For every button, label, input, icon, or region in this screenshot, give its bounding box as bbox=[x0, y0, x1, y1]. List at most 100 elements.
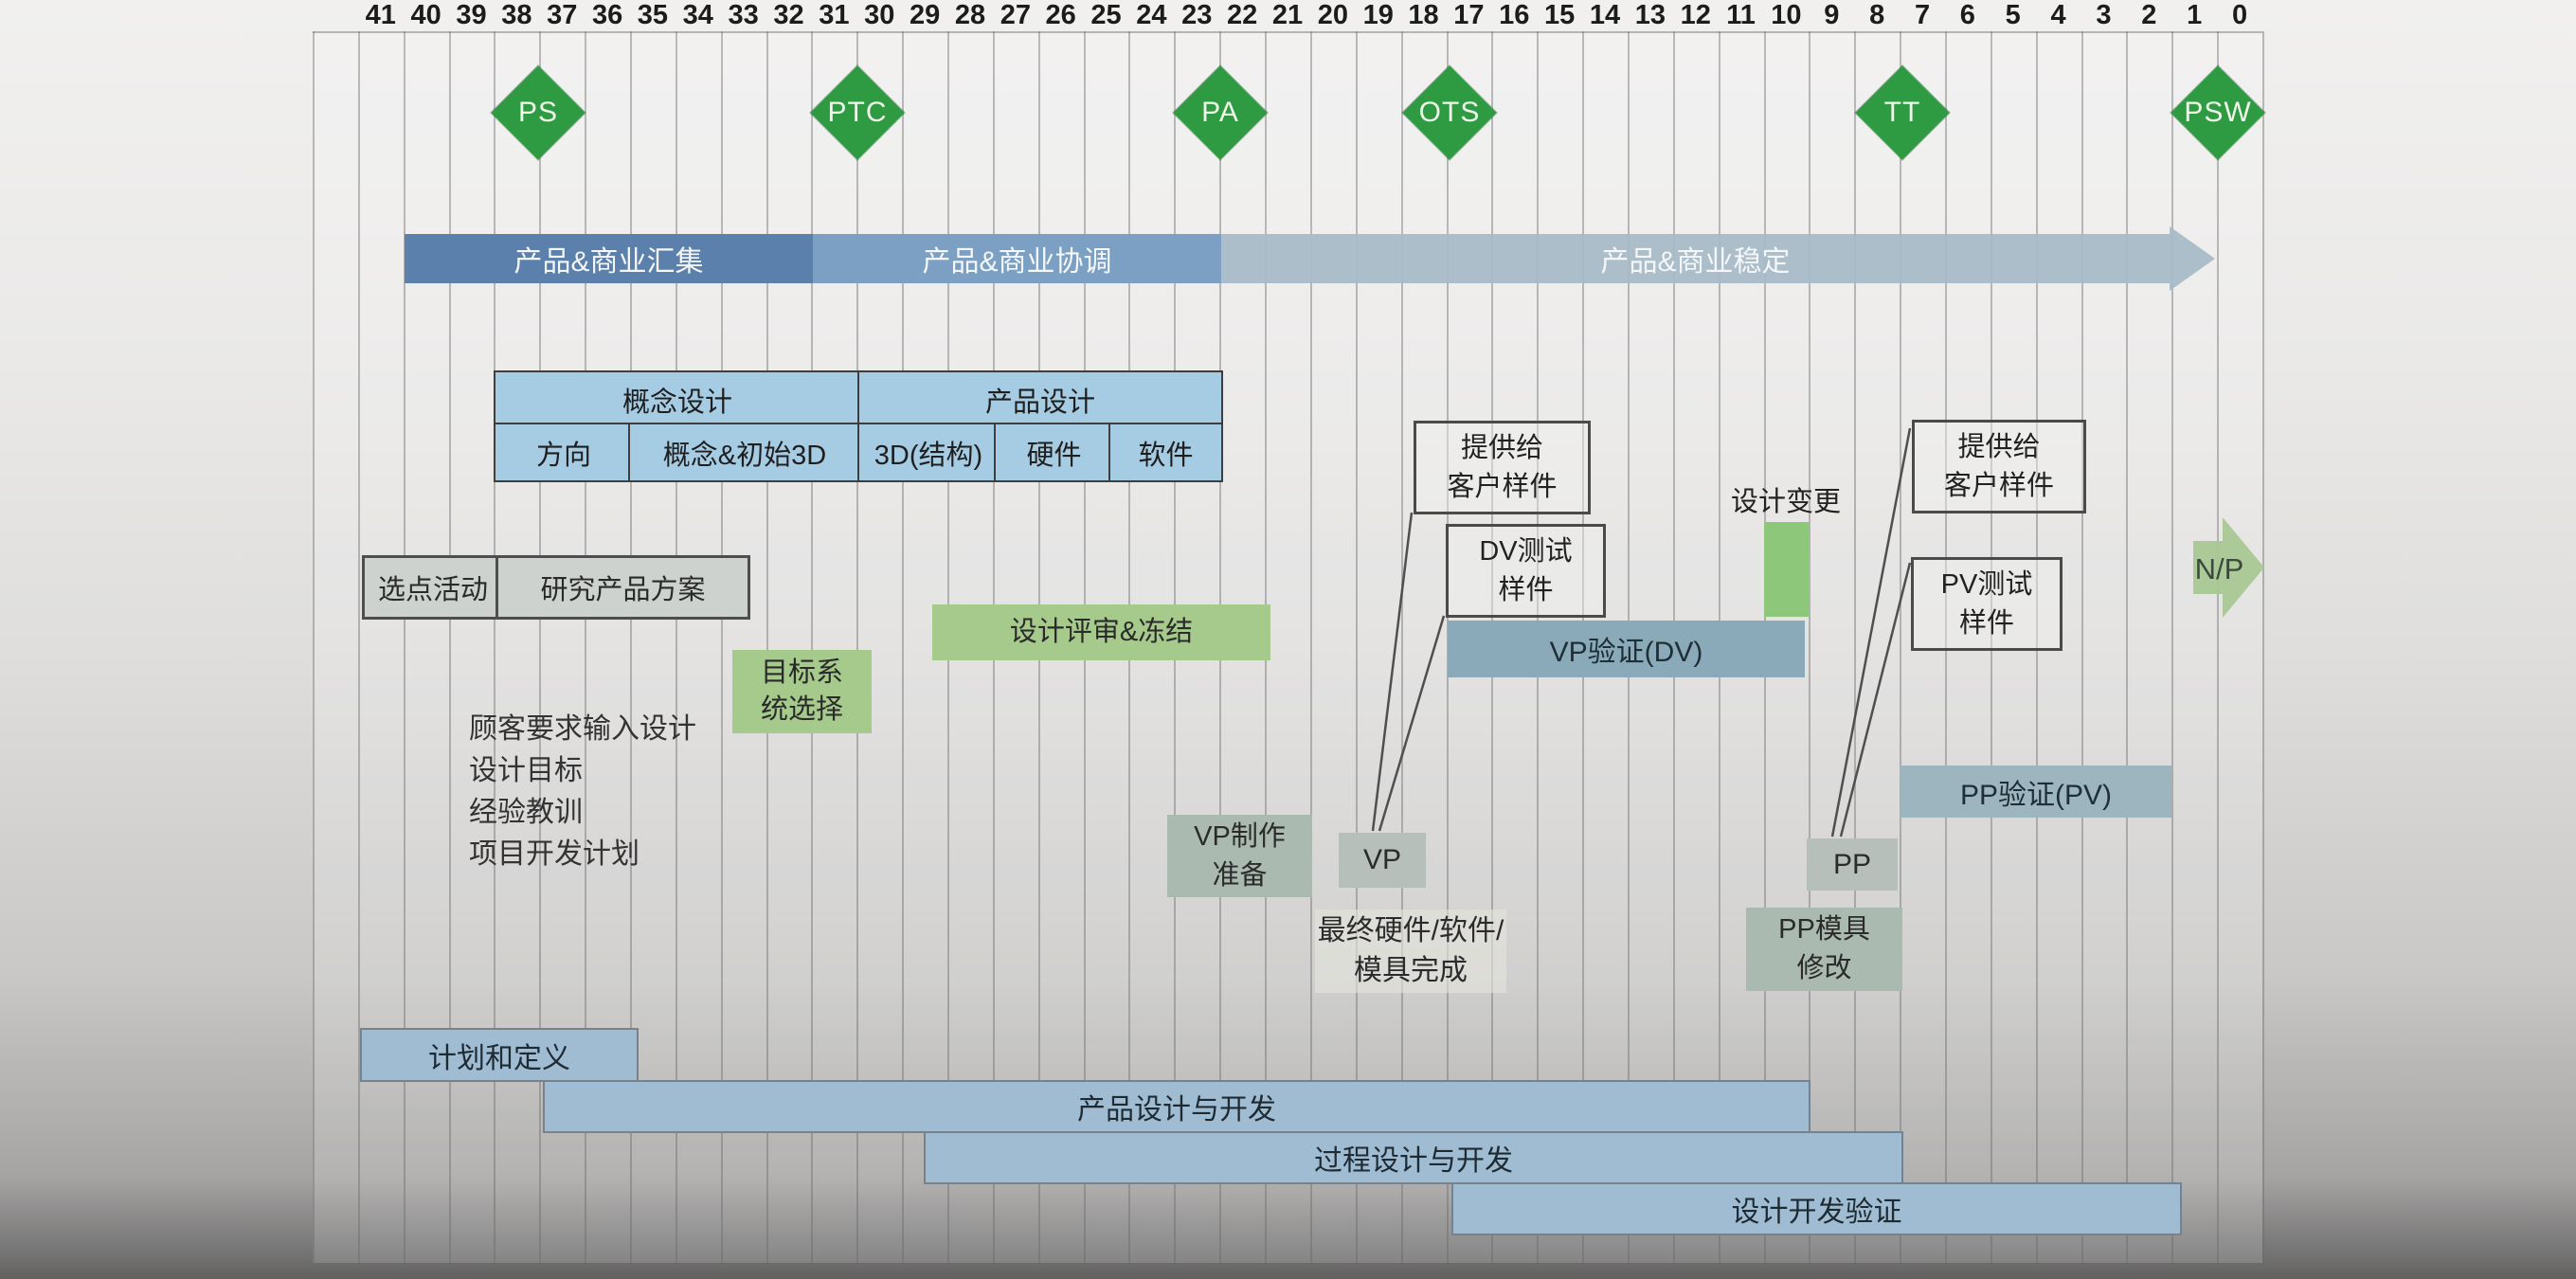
gridline bbox=[630, 31, 633, 1265]
week-label: 3 bbox=[2096, 0, 2112, 30]
gridline bbox=[403, 31, 405, 1265]
box-target-system-selection: 目标系 统选择 bbox=[732, 650, 872, 733]
week-label: 0 bbox=[2231, 0, 2248, 30]
week-label: 34 bbox=[682, 0, 713, 30]
week-label: 26 bbox=[1045, 0, 1076, 30]
gridline bbox=[2217, 31, 2220, 1265]
week-label: 23 bbox=[1181, 0, 1213, 30]
gridline bbox=[811, 31, 814, 1265]
bar-design-development-validation: 设计开发验证 bbox=[1451, 1182, 2182, 1235]
inputs-line-3: 经验教训 bbox=[469, 797, 583, 828]
gridline bbox=[1309, 31, 1312, 1265]
gridline bbox=[2126, 31, 2129, 1265]
week-label: 25 bbox=[1090, 0, 1122, 30]
inputs-line-4: 项目开发计划 bbox=[469, 838, 639, 870]
table-cell-concept-design: 概念设计 bbox=[494, 370, 861, 428]
milestone-label: PS bbox=[517, 97, 559, 128]
week-label: 21 bbox=[1271, 0, 1304, 30]
week-label: 30 bbox=[864, 0, 895, 30]
box-customer-sample-1: 提供给 客户样件 bbox=[1414, 421, 1591, 514]
table-cell-hardware: 硬件 bbox=[994, 423, 1114, 482]
customer-sample-1-line1: 提供给 bbox=[1460, 432, 1543, 463]
week-label: 29 bbox=[909, 0, 941, 30]
week-label: 18 bbox=[1408, 0, 1439, 30]
inputs-line-2: 设计目标 bbox=[469, 755, 583, 786]
box-vp: VP bbox=[1339, 833, 1426, 888]
gridline bbox=[1355, 31, 1358, 1265]
pv-test-line2: 样件 bbox=[1958, 607, 2014, 639]
week-label: 4 bbox=[2050, 0, 2066, 30]
week-label: 17 bbox=[1453, 0, 1485, 30]
vp-prep-line1: VP制作 bbox=[1194, 820, 1286, 852]
pp-mold-line1: PP模具 bbox=[1778, 914, 1870, 946]
gridline bbox=[494, 31, 496, 1265]
box-pp: PP bbox=[1807, 838, 1898, 891]
milestone-label: OTS bbox=[1418, 97, 1481, 128]
bar-pp-validation-pv: PP验证(PV) bbox=[1900, 766, 2171, 818]
box-pp-mold-revision: PP模具 修改 bbox=[1746, 908, 1902, 991]
week-label: 19 bbox=[1362, 0, 1394, 30]
gridline bbox=[2261, 31, 2264, 1265]
note-final-hw-sw-mold: 最终硬件/软件/ 模具完成 bbox=[1315, 910, 1506, 993]
table-cell-direction: 方向 bbox=[494, 423, 634, 482]
milestone-tt: TT bbox=[1855, 65, 1950, 160]
week-label: 12 bbox=[1680, 0, 1711, 30]
week-label: 5 bbox=[2005, 0, 2021, 30]
final-hw-line2: 模具完成 bbox=[1354, 955, 1468, 986]
pp-mold-line2: 修改 bbox=[1796, 953, 1852, 983]
gridline bbox=[2081, 31, 2083, 1265]
phase-band-stable: 产品&商业稳定 bbox=[1221, 234, 2170, 283]
design-change-bar bbox=[1764, 522, 1809, 617]
milestone-label: PSW bbox=[2184, 97, 2252, 128]
week-label: 11 bbox=[1726, 0, 1756, 30]
milestone-label: PTC bbox=[827, 97, 888, 128]
table-cell-3d-structure: 3D(结构) bbox=[857, 423, 1000, 482]
phase-band-coordinate: 产品&商业协调 bbox=[813, 234, 1221, 283]
box-pv-test-sample: PV测试 样件 bbox=[1911, 557, 2063, 651]
final-hw-line1: 最终硬件/软件/ bbox=[1317, 915, 1504, 946]
milestone-pa: PA bbox=[1173, 65, 1268, 160]
box-research-product-plan: 研究产品方案 bbox=[495, 555, 750, 620]
week-label: 33 bbox=[728, 0, 759, 30]
gridline bbox=[856, 31, 859, 1265]
table-cell-concept-initial-3d: 概念&初始3D bbox=[628, 423, 861, 482]
week-label: 16 bbox=[1499, 0, 1530, 30]
gridline bbox=[1446, 31, 1449, 1265]
week-label: 36 bbox=[591, 0, 623, 30]
gridline bbox=[448, 31, 451, 1265]
box-customer-sample-2: 提供给 客户样件 bbox=[1912, 420, 2086, 513]
customer-sample-2-line1: 提供给 bbox=[1957, 431, 2041, 462]
bar-product-design-development: 产品设计与开发 bbox=[543, 1080, 1810, 1133]
gridline bbox=[357, 31, 360, 1265]
target-system-line1: 目标系 bbox=[760, 657, 843, 688]
week-label: 32 bbox=[773, 0, 804, 30]
vp-prep-line2: 准备 bbox=[1212, 859, 1268, 891]
gridline bbox=[1809, 31, 1811, 1265]
gridline bbox=[766, 31, 768, 1265]
pv-test-line1: PV测试 bbox=[1940, 568, 2033, 600]
milestone-label: TT bbox=[1883, 97, 1921, 128]
design-change-label: 设计变更 bbox=[1730, 487, 1841, 517]
target-system-line2: 统选择 bbox=[760, 694, 843, 725]
box-sourcing-activity: 选点活动 bbox=[362, 555, 504, 620]
gridline bbox=[902, 31, 905, 1265]
customer-sample-2-line2: 客户样件 bbox=[1943, 470, 2054, 501]
week-label: 13 bbox=[1634, 0, 1666, 30]
box-vp-build-prep: VP制作 准备 bbox=[1167, 815, 1312, 897]
phase-band-collect: 产品&商业汇集 bbox=[405, 234, 813, 283]
week-label: 2 bbox=[2141, 0, 2157, 30]
milestone-ps: PS bbox=[491, 65, 585, 160]
week-label: 15 bbox=[1544, 0, 1576, 30]
week-label: 39 bbox=[456, 0, 487, 30]
gridline bbox=[539, 31, 542, 1265]
week-label: 7 bbox=[1914, 0, 1931, 30]
week-label: 35 bbox=[637, 0, 669, 30]
week-label: 22 bbox=[1226, 0, 1258, 30]
week-label: 31 bbox=[819, 0, 850, 30]
inputs-line-1: 顾客要求输入设计 bbox=[469, 713, 696, 745]
gridline bbox=[1900, 31, 1902, 1265]
dv-test-line1: DV测试 bbox=[1479, 535, 1573, 567]
week-label: 40 bbox=[410, 0, 441, 30]
milestone-label: PA bbox=[1201, 97, 1239, 128]
